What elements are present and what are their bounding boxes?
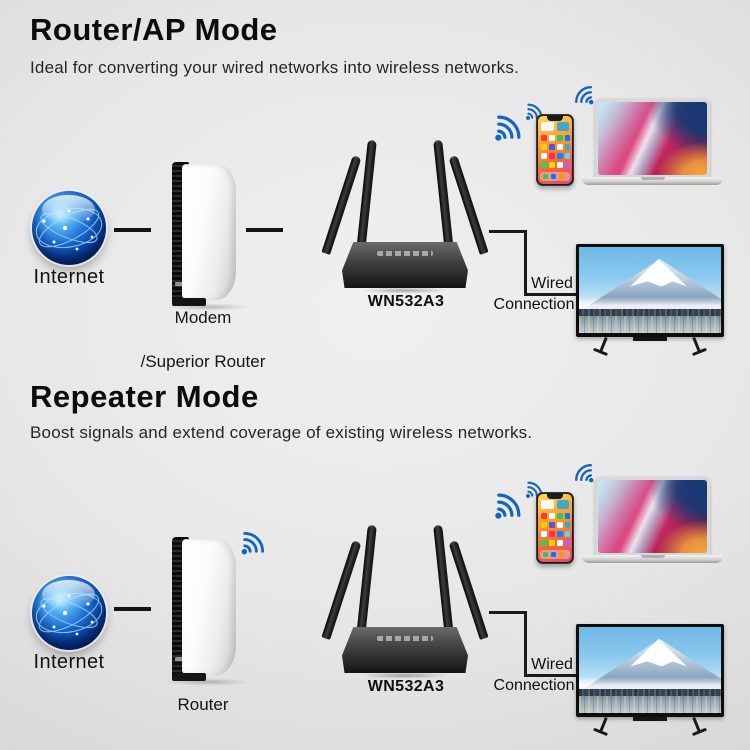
- modem-tower-device: [164, 162, 236, 306]
- modem-label-line2: /Superior Router: [140, 352, 266, 372]
- modem-label-line1: Modem: [174, 308, 232, 327]
- wifi-router-device: [315, 523, 495, 683]
- phone-notch: [547, 116, 563, 121]
- wired-connection-label-line2: Connection: [493, 677, 575, 694]
- laptop-base: [582, 177, 723, 185]
- router-shadow: [345, 286, 465, 295]
- section-subtitle: Boost signals and extend coverage of exi…: [30, 423, 533, 442]
- tv-device: [576, 624, 724, 736]
- phone-screen: [538, 116, 572, 184]
- laptop-wallpaper: [598, 480, 707, 553]
- router-model-label: WN532A3: [367, 293, 445, 310]
- smartphone-device: [536, 114, 574, 186]
- wifi-signal-icon: [565, 76, 603, 114]
- tv-frame: [576, 244, 724, 337]
- wifi-signal-icon: [565, 454, 603, 492]
- router-brand-mark: [377, 251, 433, 256]
- tower-body: [182, 539, 236, 676]
- phone-screen: [538, 494, 572, 562]
- laptop-device: [582, 99, 723, 187]
- router-tower-device: [164, 537, 236, 681]
- router-model-label: WN532A3: [367, 678, 445, 695]
- phone-notch: [547, 494, 563, 499]
- connection-dash-icon: [246, 228, 283, 232]
- internet-label: Internet: [33, 651, 105, 673]
- laptop-wallpaper: [598, 102, 707, 175]
- tower-logo-mark: [175, 282, 186, 286]
- wifi-signal-icon: [481, 102, 533, 154]
- wired-connection-line: [524, 230, 527, 296]
- laptop-device: [582, 477, 723, 565]
- tv-water: [579, 315, 721, 333]
- tv-city-skyline: [579, 688, 721, 696]
- internet-label: Internet: [33, 266, 105, 288]
- tower-shadow: [150, 677, 266, 687]
- wifi-router-device: [315, 138, 495, 298]
- tv-frame: [576, 624, 724, 717]
- laptop-screen: [595, 99, 710, 178]
- section-title: Repeater Mode: [30, 379, 259, 414]
- phone-app-icons: [540, 122, 570, 181]
- wired-connection-label-line2: Connection: [493, 296, 575, 313]
- router-brand-mark: [377, 636, 433, 641]
- tv-device: [576, 244, 724, 356]
- tv-water: [579, 695, 721, 713]
- tv-city-skyline: [579, 308, 721, 316]
- tower-base: [172, 298, 206, 306]
- tv-stand: [633, 717, 667, 721]
- tower-shadow: [150, 302, 266, 312]
- tv-leg: [599, 716, 608, 733]
- smartphone-device: [536, 492, 574, 564]
- wifi-signal-icon: [481, 480, 533, 532]
- tv-screen: [579, 247, 721, 333]
- router-label: Router: [118, 694, 288, 738]
- tv-stand: [633, 337, 667, 341]
- laptop-base: [582, 555, 723, 563]
- phone-app-icons: [540, 500, 570, 559]
- internet-globe-icon: [32, 576, 106, 650]
- modem-label: Modem /Superior Router: [118, 307, 288, 373]
- laptop-screen: [595, 477, 710, 556]
- router-shadow: [345, 671, 465, 680]
- router-body: [342, 242, 468, 288]
- tv-haze: [579, 676, 721, 691]
- wired-connection-line: [489, 611, 527, 614]
- tv-leg: [692, 716, 701, 733]
- wired-connection-label-line1: Wired: [531, 275, 573, 292]
- router-antenna: [321, 540, 362, 640]
- wired-connection-line: [489, 230, 527, 233]
- internet-globe-icon: [32, 191, 106, 265]
- section-subtitle: Ideal for converting your wired networks…: [30, 58, 519, 77]
- tv-screen: [579, 627, 721, 713]
- router-antenna: [448, 540, 489, 640]
- section-title: Router/AP Mode: [30, 12, 278, 47]
- wired-connection-line: [524, 611, 527, 677]
- globe-network-lines: [35, 592, 103, 636]
- router-body: [342, 627, 468, 673]
- connection-dash-icon: [114, 228, 151, 232]
- wired-connection-line: [524, 293, 578, 296]
- wired-connection-line: [524, 674, 578, 677]
- wifi-signal-icon: [229, 520, 276, 567]
- connection-dash-icon: [114, 607, 151, 611]
- tower-logo-mark: [175, 657, 186, 661]
- router-label-line1: Router: [177, 695, 229, 714]
- tv-haze: [579, 296, 721, 311]
- wired-connection-label-line1: Wired: [531, 656, 573, 673]
- tower-base: [172, 673, 206, 681]
